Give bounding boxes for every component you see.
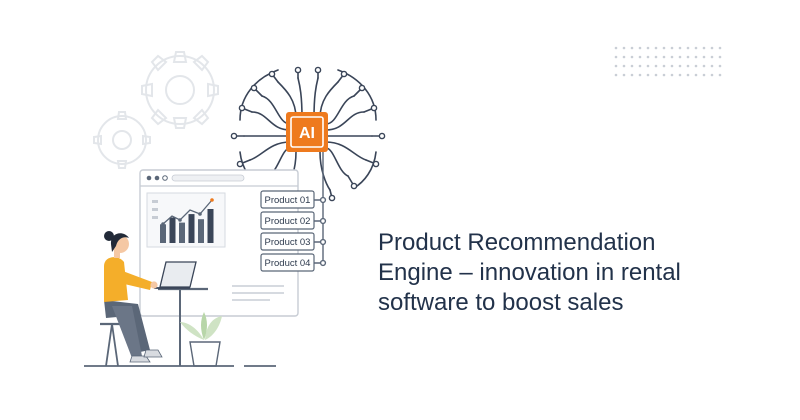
dot — [654, 64, 658, 68]
dot — [710, 55, 714, 59]
dot — [670, 73, 674, 77]
dot — [646, 73, 650, 77]
dot — [678, 73, 682, 77]
dot — [654, 73, 658, 77]
chart-bar — [188, 214, 195, 243]
dot — [662, 64, 666, 68]
product-item[interactable]: Product 01 — [260, 190, 315, 209]
dot — [630, 55, 634, 59]
headline: Product Recommendation Engine – innovati… — [378, 228, 778, 318]
dot — [646, 46, 650, 50]
dot — [694, 55, 698, 59]
dot — [614, 64, 618, 68]
dot — [686, 46, 690, 50]
dot — [694, 64, 698, 68]
product-label: Product 03 — [265, 237, 311, 248]
dot — [718, 73, 722, 77]
product-item[interactable]: Product 02 — [260, 211, 315, 230]
dot — [630, 73, 634, 77]
headline-line-2: Engine – innovation in rental — [378, 259, 681, 286]
trend-line — [162, 199, 213, 225]
dot — [702, 64, 706, 68]
text-placeholder-lines — [232, 285, 284, 301]
dot — [686, 64, 690, 68]
connector-lines — [314, 152, 327, 267]
dot — [678, 46, 682, 50]
product-list: Product 01 Product 02 Product 03 Product… — [260, 190, 315, 272]
chart-bar — [169, 217, 176, 243]
dot — [662, 46, 666, 50]
product-label: Product 04 — [265, 258, 311, 269]
dot — [710, 73, 714, 77]
chart-bar — [207, 209, 214, 243]
dot — [686, 55, 690, 59]
dot — [622, 73, 626, 77]
dot-pattern — [614, 46, 722, 77]
dot — [702, 55, 706, 59]
dot — [694, 46, 698, 50]
dot — [630, 64, 634, 68]
dot — [654, 46, 658, 50]
dot — [614, 46, 618, 50]
dot — [710, 64, 714, 68]
dot — [646, 55, 650, 59]
desk — [158, 287, 208, 366]
product-item[interactable]: Product 04 — [260, 253, 315, 272]
chart-bar — [160, 224, 166, 243]
chart-bar — [179, 222, 185, 243]
dot — [718, 55, 722, 59]
dot — [638, 55, 642, 59]
dot — [638, 64, 642, 68]
dot — [710, 46, 714, 50]
dot — [654, 55, 658, 59]
product-item[interactable]: Product 03 — [260, 232, 315, 251]
dot — [646, 64, 650, 68]
product-label: Product 01 — [265, 195, 311, 206]
headline-line-3: software to boost sales — [378, 289, 624, 316]
ai-chip-label: AI — [299, 125, 315, 142]
dot — [638, 73, 642, 77]
woman-avatar — [100, 231, 163, 367]
chart-bar — [198, 219, 204, 243]
dot — [638, 46, 642, 50]
dot — [670, 64, 674, 68]
laptop-icon — [154, 261, 197, 289]
dot — [670, 46, 674, 50]
dot — [670, 55, 674, 59]
dot — [630, 46, 634, 50]
dot — [686, 73, 690, 77]
dot — [694, 73, 698, 77]
dot — [622, 46, 626, 50]
dot — [622, 64, 626, 68]
plant-icon — [180, 312, 222, 367]
headline-line-1: Product Recommendation — [378, 229, 656, 256]
dot — [614, 73, 618, 77]
product-label: Product 02 — [265, 216, 311, 227]
dot — [662, 73, 666, 77]
dot — [702, 73, 706, 77]
dot — [702, 46, 706, 50]
dot — [718, 64, 722, 68]
gear-icon-small — [93, 111, 151, 169]
dot — [678, 64, 682, 68]
dot — [662, 55, 666, 59]
dot — [622, 55, 626, 59]
gear-icon-large — [141, 51, 219, 129]
analytics-chart — [146, 192, 226, 248]
ai-chip-icon: AI — [286, 112, 328, 152]
dot — [614, 55, 618, 59]
dot — [718, 46, 722, 50]
dot — [678, 55, 682, 59]
